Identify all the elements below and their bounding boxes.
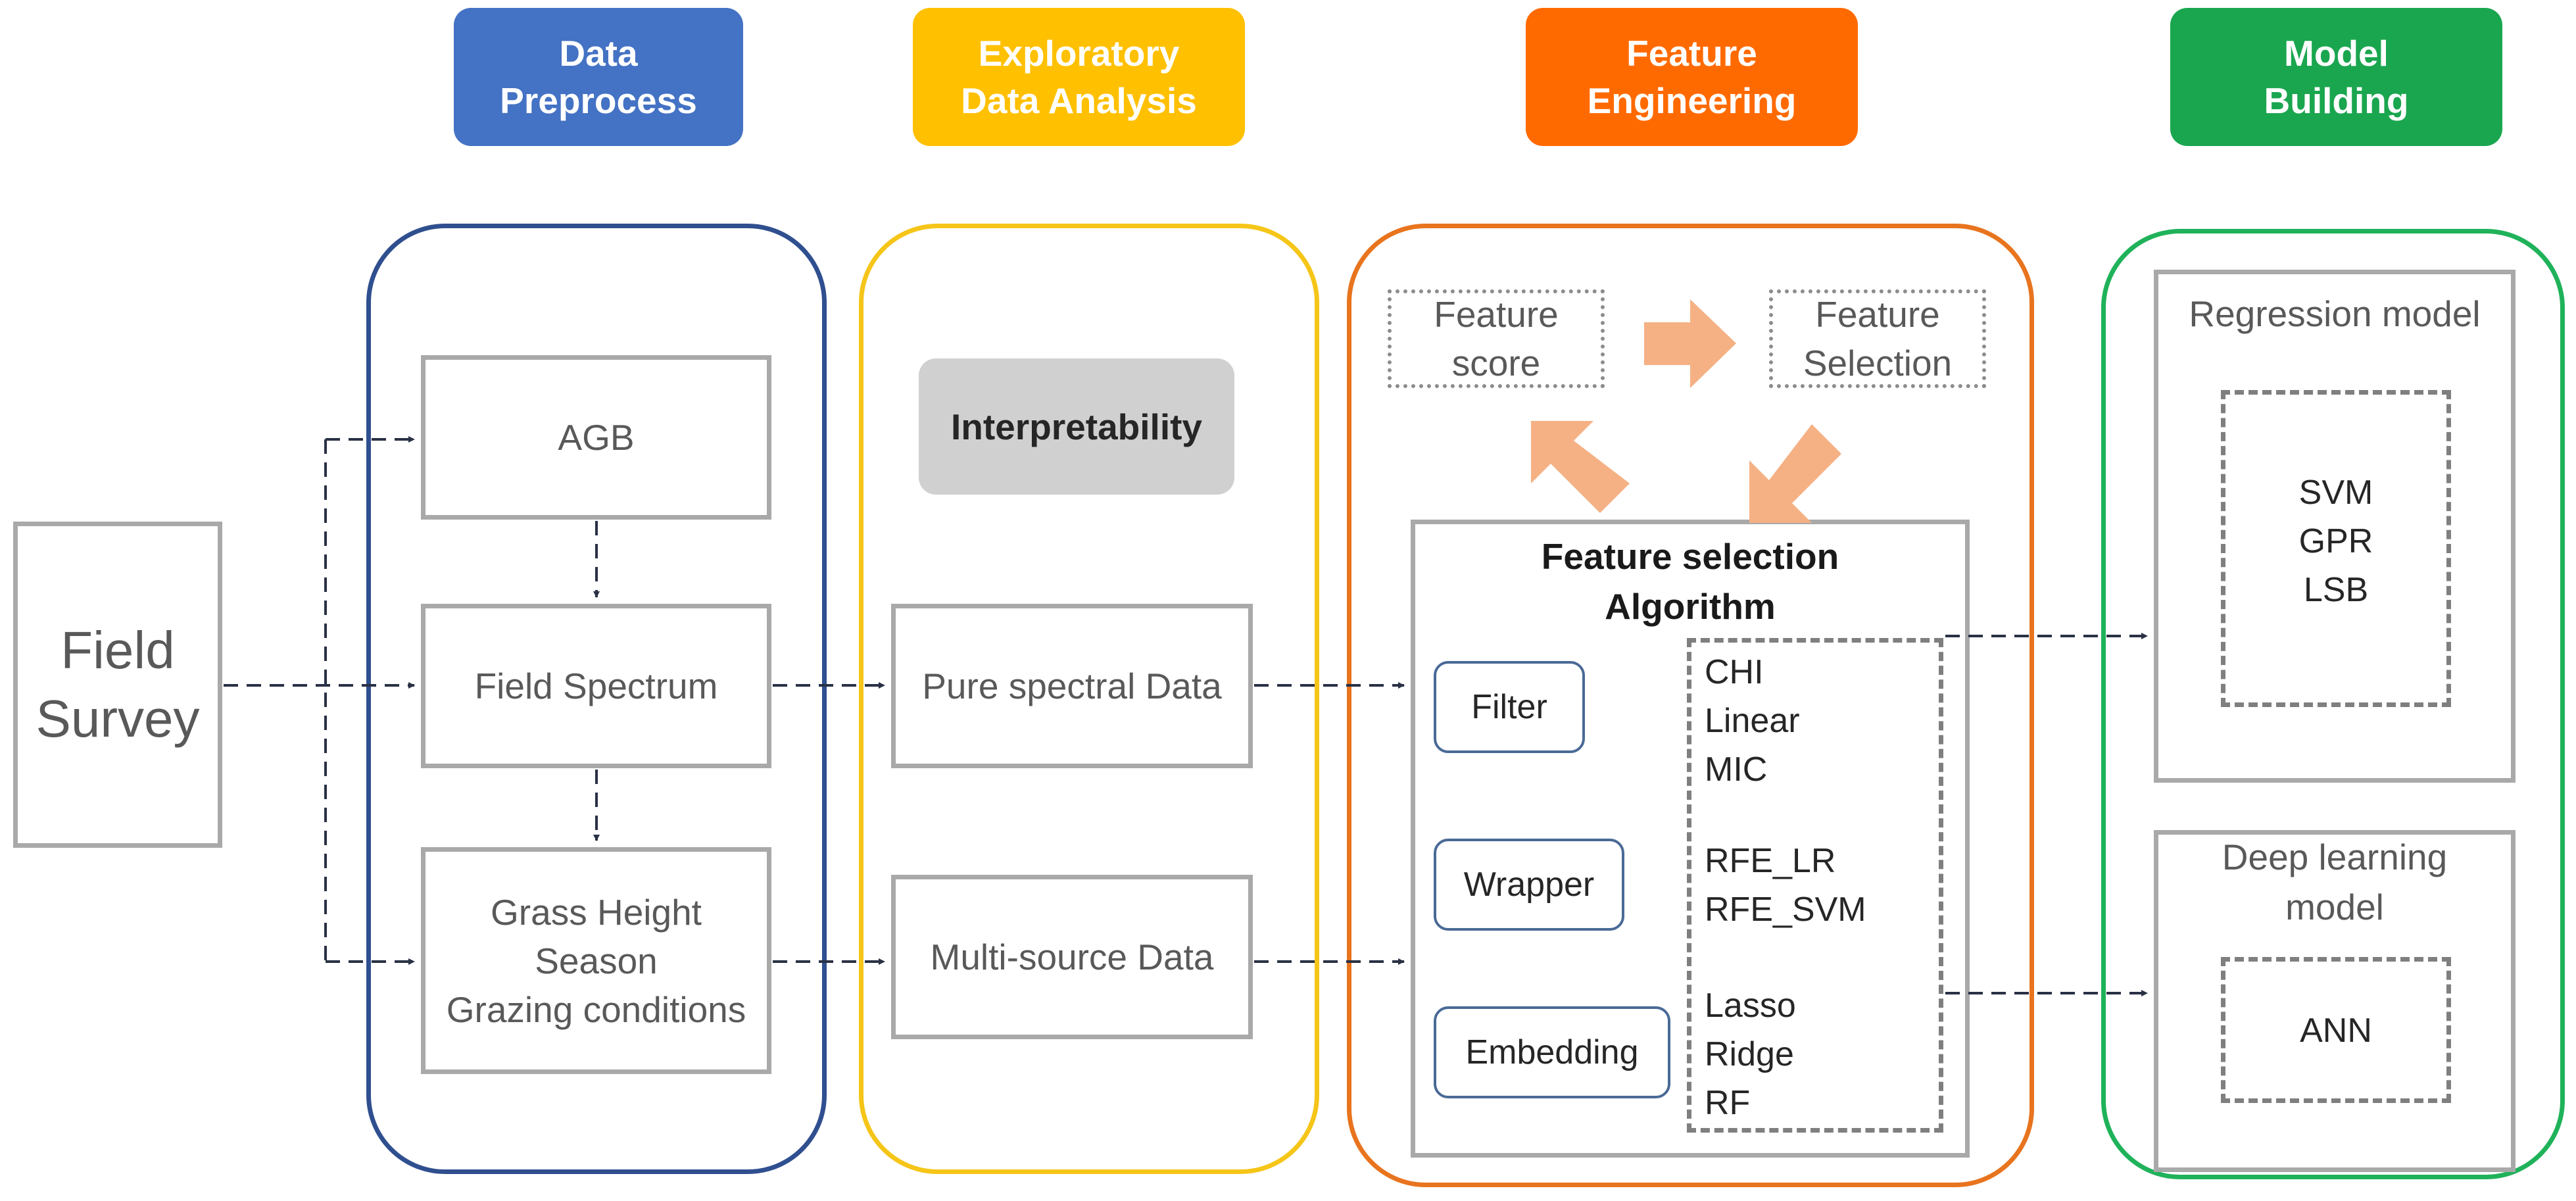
agb-box: AGB [421,355,771,520]
wrapper-methods-list: RFE_LR RFE_SVM [1705,842,1866,929]
field-survey-box: Field Survey [13,522,222,848]
header-exploratory-data-analysis: Exploratory Data Analysis [913,8,1245,146]
header-model-building: Model Building [2170,8,2502,146]
deep-methods-dashed-box [2221,957,2451,1103]
feature-selection-box: Feature Selection [1769,289,1986,388]
grass-height-season-box: Grass Height Season Grazing conditions [421,847,771,1074]
filter-pill: Filter [1434,661,1585,753]
stage-feature-engineering [1347,224,2034,1187]
algorithm-to-score-arrow [1531,421,1630,513]
deep-learning-model-box [2154,830,2515,1172]
methods-dashed-box [1687,638,1943,1133]
selection-to-algorithm-arrow [1749,424,1841,523]
pure-spectral-data-box: Pure spectral Data [891,604,1253,768]
wrapper-pill: Wrapper [1434,839,1624,931]
filter-methods-list: CHI Linear MIC [1705,653,1800,789]
algorithm-title: Feature selection Algorithm [1541,536,1839,627]
regression-methods-dashed-box [2221,390,2451,707]
field-spectrum-box: Field Spectrum [421,604,771,768]
embedding-methods-list: Lasso Ridge RF [1705,987,1796,1122]
deep-learning-model-title: Deep learning model [2222,837,2448,927]
score-to-selection-arrow [1644,299,1736,388]
regression-model-title: Regression model [2189,293,2481,334]
deep-methods-list: ANN [2300,1012,2372,1050]
stage-model-building [2101,229,2565,1179]
interpretability-box: Interpretability [919,358,1234,495]
embedding-pill: Embedding [1434,1006,1670,1098]
header-feature-engineering: Feature Engineering [1526,8,1858,146]
regression-model-box [2154,270,2515,783]
stage-data-preprocess [366,224,827,1174]
header-data-preprocess: Data Preprocess [454,8,743,146]
regression-methods-list: SVM GPR LSB [2298,474,2373,609]
multi-source-data-box: Multi-source Data [891,875,1253,1039]
feature-score-box: Feature score [1388,289,1605,388]
stage-exploratory-data-analysis [859,224,1319,1174]
